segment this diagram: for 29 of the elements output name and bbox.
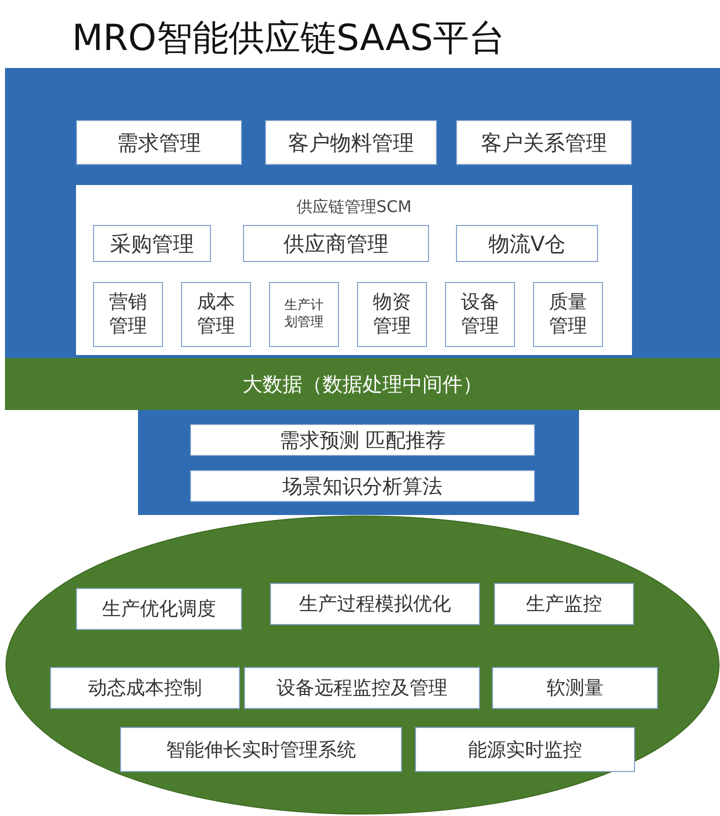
module-box: 软测量 xyxy=(492,667,658,709)
module-box: 场景知识分析算法 xyxy=(190,470,535,502)
module-box: 客户关系管理 xyxy=(456,120,632,165)
module-box: 需求预测 匹配推荐 xyxy=(190,424,535,456)
module-box: 质量管理 xyxy=(533,282,603,347)
panel-heading: 供应链管理SCM xyxy=(296,197,412,218)
module-box: 物资管理 xyxy=(357,282,427,347)
module-box: 客户物料管理 xyxy=(265,120,437,165)
module-box: 需求管理 xyxy=(76,120,242,165)
scm-panel xyxy=(76,185,632,355)
module-box: 设备管理 xyxy=(445,282,515,347)
middleware-band: 大数据（数据处理中间件） xyxy=(5,358,720,410)
module-box: 生产过程模拟优化 xyxy=(270,583,480,625)
title: MRO智能供应链SAAS平台 xyxy=(72,17,506,61)
platform-panel xyxy=(5,68,720,360)
application-ellipse xyxy=(5,515,720,815)
platform-panel xyxy=(138,410,579,515)
module-box: 设备远程监控及管理 xyxy=(244,667,480,709)
module-box: 成本管理 xyxy=(181,282,251,347)
module-box: 营销管理 xyxy=(93,282,163,347)
module-box: 生产计划管理 xyxy=(269,282,339,347)
module-box: 供应商管理 xyxy=(243,225,429,262)
module-box: 动态成本控制 xyxy=(50,667,240,709)
module-box: 生产监控 xyxy=(494,583,634,625)
module-box: 采购管理 xyxy=(93,225,211,262)
module-box: 物流V仓 xyxy=(456,225,598,262)
module-box: 生产优化调度 xyxy=(76,588,242,630)
module-box: 能源实时监控 xyxy=(415,727,635,772)
module-box: 智能伸长实时管理系统 xyxy=(120,727,402,772)
